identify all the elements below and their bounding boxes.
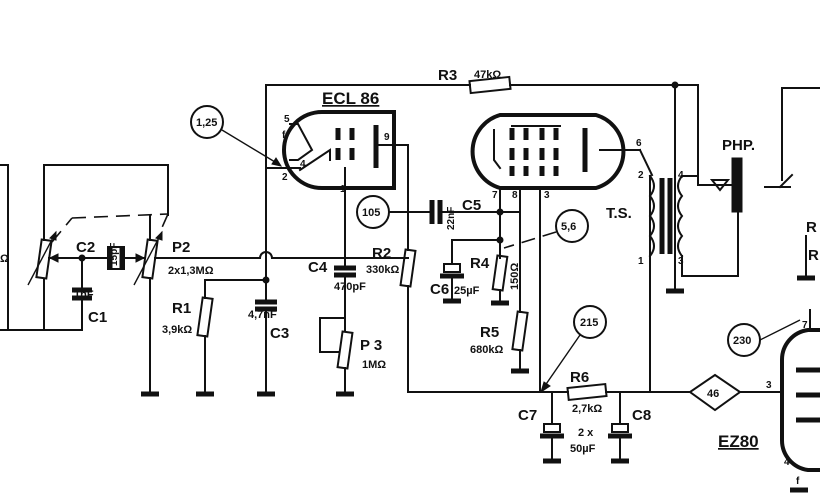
ez80-pin-f: f	[796, 476, 800, 487]
ts-pin-3: 3	[678, 256, 684, 267]
c6-capacitor: C6 25µF	[430, 236, 504, 304]
c1-capacitor: 1nF C1	[72, 257, 107, 331]
left-omega-fragment: Ω	[0, 253, 9, 265]
ez80-pin-7: 7	[802, 320, 808, 331]
pin-f-1: f	[282, 130, 286, 141]
c2-capacitor: C2 15pF	[76, 239, 146, 270]
p2-value: 2x1,3MΩ	[168, 265, 214, 277]
output-transformer: 2 4 1 3 T.S.	[606, 170, 739, 393]
c5-value: 22nF	[446, 207, 457, 230]
voltage-46: 46 3	[688, 373, 791, 412]
left-input-section: Ω 1nF C1	[0, 164, 409, 397]
r6-label: R6	[570, 369, 589, 386]
right-edge-fragments: R R	[781, 87, 820, 281]
voltage-1-25: 1,25	[190, 105, 283, 167]
r5-value: 680kΩ	[470, 344, 503, 356]
c8-label: C8	[632, 407, 651, 424]
voltage-5-6-text: 5,6	[561, 221, 576, 233]
pin-6: 6	[636, 138, 642, 149]
ecl86-triode: ECL 86 5 f f 4 2 1 9	[265, 89, 409, 259]
c4-value: 470pF	[334, 281, 366, 293]
ez80-pin-3: 3	[766, 380, 772, 391]
c8-capacitor: C8 2 x 50µF	[570, 391, 651, 464]
pin-7: 7	[492, 190, 498, 201]
c1-value: 1nF	[74, 289, 94, 301]
pin-4: 4	[300, 159, 306, 170]
r1-resistor: R1 3,9kΩ	[162, 279, 266, 397]
php-label: PHP.	[722, 137, 755, 154]
c6-value: 25µF	[454, 285, 480, 297]
ts-pin-1: 1	[638, 256, 644, 267]
r4-label: R4	[470, 255, 490, 272]
voltage-215: 215	[540, 305, 607, 394]
p3-potentiometer: P 3 1MΩ	[319, 317, 386, 397]
ez80-rectifier: 7 4 f EZ80	[718, 309, 820, 493]
r4-resistor: R4 150Ω	[470, 254, 521, 306]
pin-5: 5	[284, 114, 290, 125]
pin-3: 3	[544, 190, 550, 201]
voltage-105: 105	[356, 195, 431, 229]
pin-f-2: f	[282, 149, 286, 160]
c4-capacitor: C4 470pF	[308, 257, 366, 331]
c1-label: C1	[88, 309, 107, 326]
c6-label: C6	[430, 281, 449, 298]
ts-label: T.S.	[606, 205, 632, 222]
r4-value: 150Ω	[509, 263, 521, 290]
c78-value-1: 2 x	[578, 427, 594, 439]
p3-value: 1MΩ	[362, 359, 386, 371]
r3-value: 47kΩ	[474, 69, 501, 81]
voltage-230: 230	[727, 319, 801, 357]
c7-label: C7	[518, 407, 537, 424]
voltage-215-text: 215	[580, 317, 598, 329]
ecl86-title: ECL 86	[322, 89, 379, 108]
r1-value: 3,9kΩ	[162, 324, 192, 336]
p3-label: P 3	[360, 337, 382, 354]
c3-value: 4,7nF	[248, 309, 277, 321]
voltage-230-text: 230	[733, 335, 751, 347]
r2-value: 330kΩ	[366, 264, 399, 276]
c78-value-2: 50µF	[570, 443, 596, 455]
c4-label: C4	[308, 259, 328, 276]
speaker-php: PHP.	[697, 137, 794, 213]
ts-pin-2: 2	[638, 170, 644, 181]
pin-8: 8	[512, 190, 518, 201]
r1-label: R1	[172, 300, 191, 317]
p2b-potentiometer	[133, 214, 163, 397]
c5-capacitor: C5 22nF	[429, 197, 521, 230]
voltage-1-25-text: 1,25	[196, 117, 217, 129]
r5-resistor: R5 680kΩ	[470, 211, 529, 374]
p2-label: P2	[172, 239, 190, 256]
r5-label: R5	[480, 324, 499, 341]
c5-label: C5	[462, 197, 481, 214]
r2-resistor: R2 330kΩ	[366, 245, 541, 393]
r6-value: 2,7kΩ	[572, 403, 602, 415]
voltage-105-text: 105	[362, 207, 380, 219]
r6-resistor: R6 2,7kΩ	[539, 369, 691, 415]
ecl86-pentode: 6 7 8 3	[470, 113, 654, 393]
right-r-fragment: R	[806, 219, 817, 236]
ez80-pin-4: 4	[784, 457, 790, 468]
ts-pin-4: 4	[678, 170, 684, 181]
r2-label: R2	[372, 245, 391, 262]
pin-1: 1	[340, 184, 346, 195]
ez80-title: EZ80	[718, 432, 759, 451]
c3-label: C3	[270, 325, 289, 342]
voltage-5-6: 5,6	[503, 209, 589, 249]
right-r2-fragment: R	[808, 247, 819, 264]
pin-2: 2	[282, 172, 288, 183]
pin-9: 9	[384, 132, 390, 143]
c7-capacitor: C7	[518, 391, 564, 464]
c2-value: 15pF	[109, 243, 120, 266]
r3-label: R3	[438, 67, 457, 84]
c2-label: C2	[76, 239, 95, 256]
c3-capacitor: 4,7nF C3	[248, 84, 289, 397]
voltage-46-text: 46	[707, 388, 719, 400]
r3-resistor: R3 47kΩ	[438, 67, 512, 95]
